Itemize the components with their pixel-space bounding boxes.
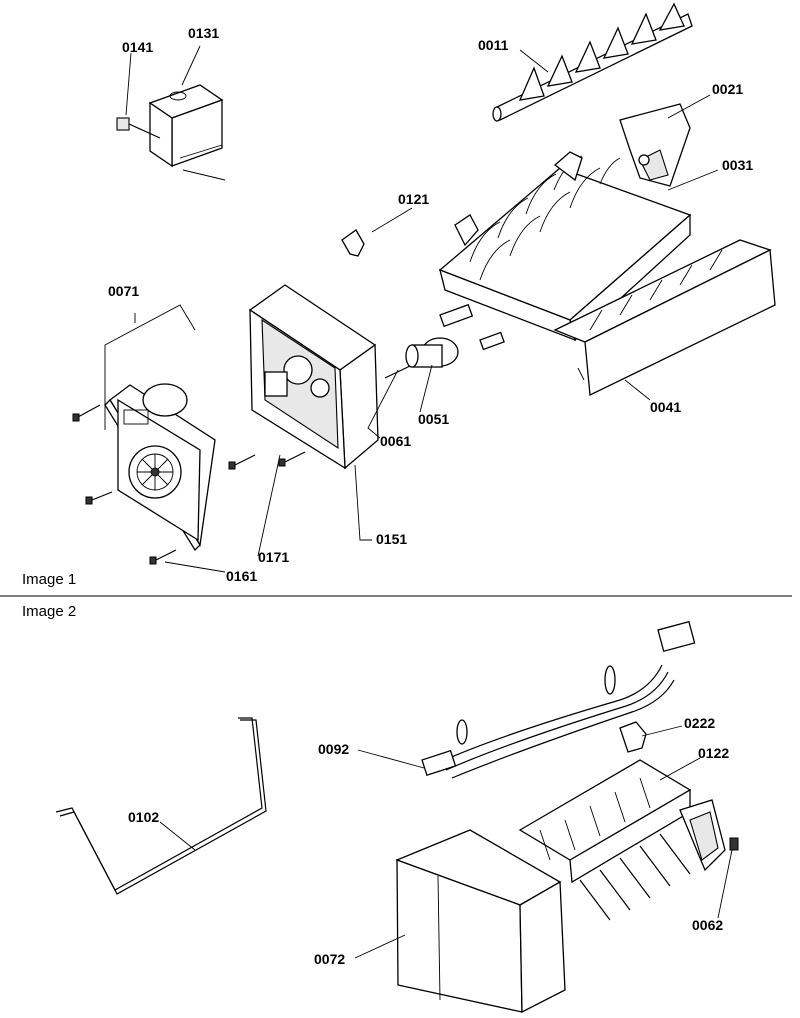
- part-shaft: [439, 303, 505, 351]
- section-label-image2: Image 2: [22, 603, 76, 620]
- leader-lines-image1: [104, 45, 719, 573]
- callout-0072: 0072: [314, 951, 345, 967]
- part-0051: [384, 337, 459, 379]
- callout-0031: 0031: [722, 157, 753, 173]
- callout-0151: 0151: [376, 531, 407, 547]
- part-mold-0122: [518, 759, 692, 921]
- callout-0222: 0222: [684, 715, 715, 731]
- callout-0041: 0041: [650, 399, 681, 415]
- callout-0122: 0122: [698, 745, 729, 761]
- callout-0121: 0121: [398, 191, 429, 207]
- callout-0051: 0051: [418, 411, 449, 427]
- callout-0071: 0071: [108, 283, 139, 299]
- callout-0092: 0092: [318, 741, 349, 757]
- part-clip-0222: [619, 721, 647, 753]
- callout-0011: 0011: [478, 37, 509, 53]
- leader-lines-image2: [159, 725, 733, 959]
- part-bracket-0131: [148, 84, 226, 181]
- callouts-image1: 0141 0131 0011 0021 0031 0121 0071 0051 …: [108, 25, 753, 584]
- part-clip-0121: [341, 229, 365, 257]
- callout-0102: 0102: [128, 809, 159, 825]
- screws-image1: [72, 404, 306, 565]
- part-module-0071: [104, 383, 216, 552]
- callout-0061: 0061: [380, 433, 411, 449]
- callout-0131: 0131: [188, 25, 219, 41]
- part-housing-0151: [248, 284, 379, 470]
- callout-0171: 0171: [258, 549, 289, 565]
- part-bail-arm-0102: [55, 717, 267, 895]
- part-0021: [619, 103, 691, 187]
- callout-0021: 0021: [712, 81, 743, 97]
- callouts-image2: 0222 0092 0122 0102 0062 0072: [128, 715, 729, 967]
- part-0041: [553, 239, 776, 396]
- part-ejector-0011: [492, 2, 693, 122]
- section-label-image1: Image 1: [22, 571, 76, 588]
- part-mold-0031: [438, 151, 692, 342]
- part-cover-0072: [395, 829, 566, 1014]
- part-0062: [679, 799, 739, 872]
- callout-0141: 0141: [122, 39, 153, 55]
- callout-0161: 0161: [226, 568, 257, 584]
- callout-0062: 0062: [692, 917, 723, 933]
- part-screw-0141: [116, 117, 161, 139]
- part-harness-0092: [421, 620, 696, 779]
